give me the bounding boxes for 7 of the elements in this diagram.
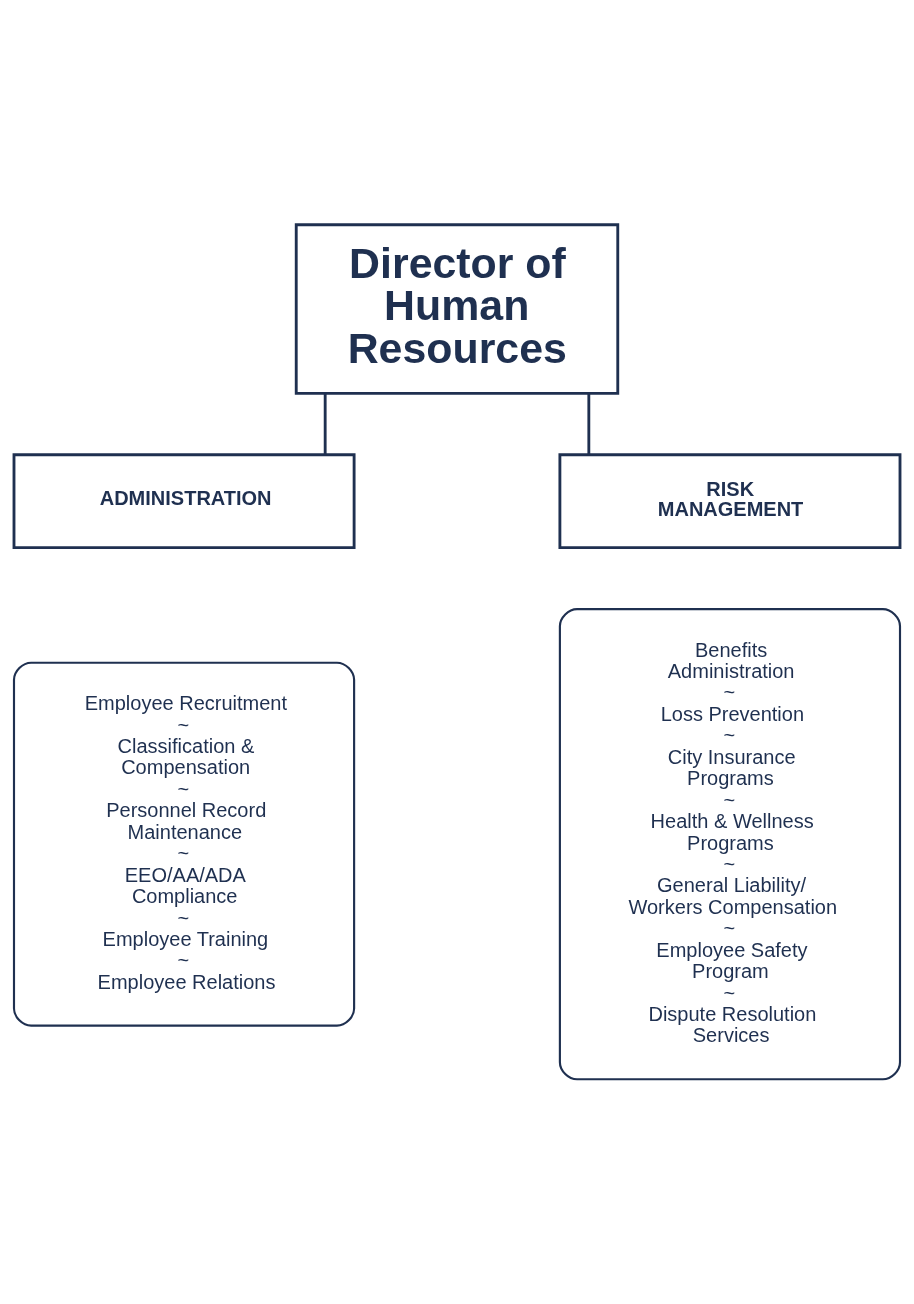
node-box: Benefits Administration ~ Loss Prevention ~ City Insurance Programs ~ Health & Wellness Programs ~ General Liability/ Workers Compensation ~ Employee Safety Program ~ Dispute Resolution Services [558, 608, 902, 1081]
connector [587, 393, 591, 455]
node-box: Director of Human Resources [294, 223, 620, 395]
connector [323, 393, 327, 455]
node-box: Employee Recruitment ~ Classification & Compensation ~ Personnel Record Maintenance ~ EEO/AA/ADA Compliance ~ Employee Training ~ Employee Relations [12, 661, 356, 1027]
node-box: RISK MANAGEMENT [558, 453, 902, 550]
node-box: ADMINISTRATION [12, 453, 356, 550]
